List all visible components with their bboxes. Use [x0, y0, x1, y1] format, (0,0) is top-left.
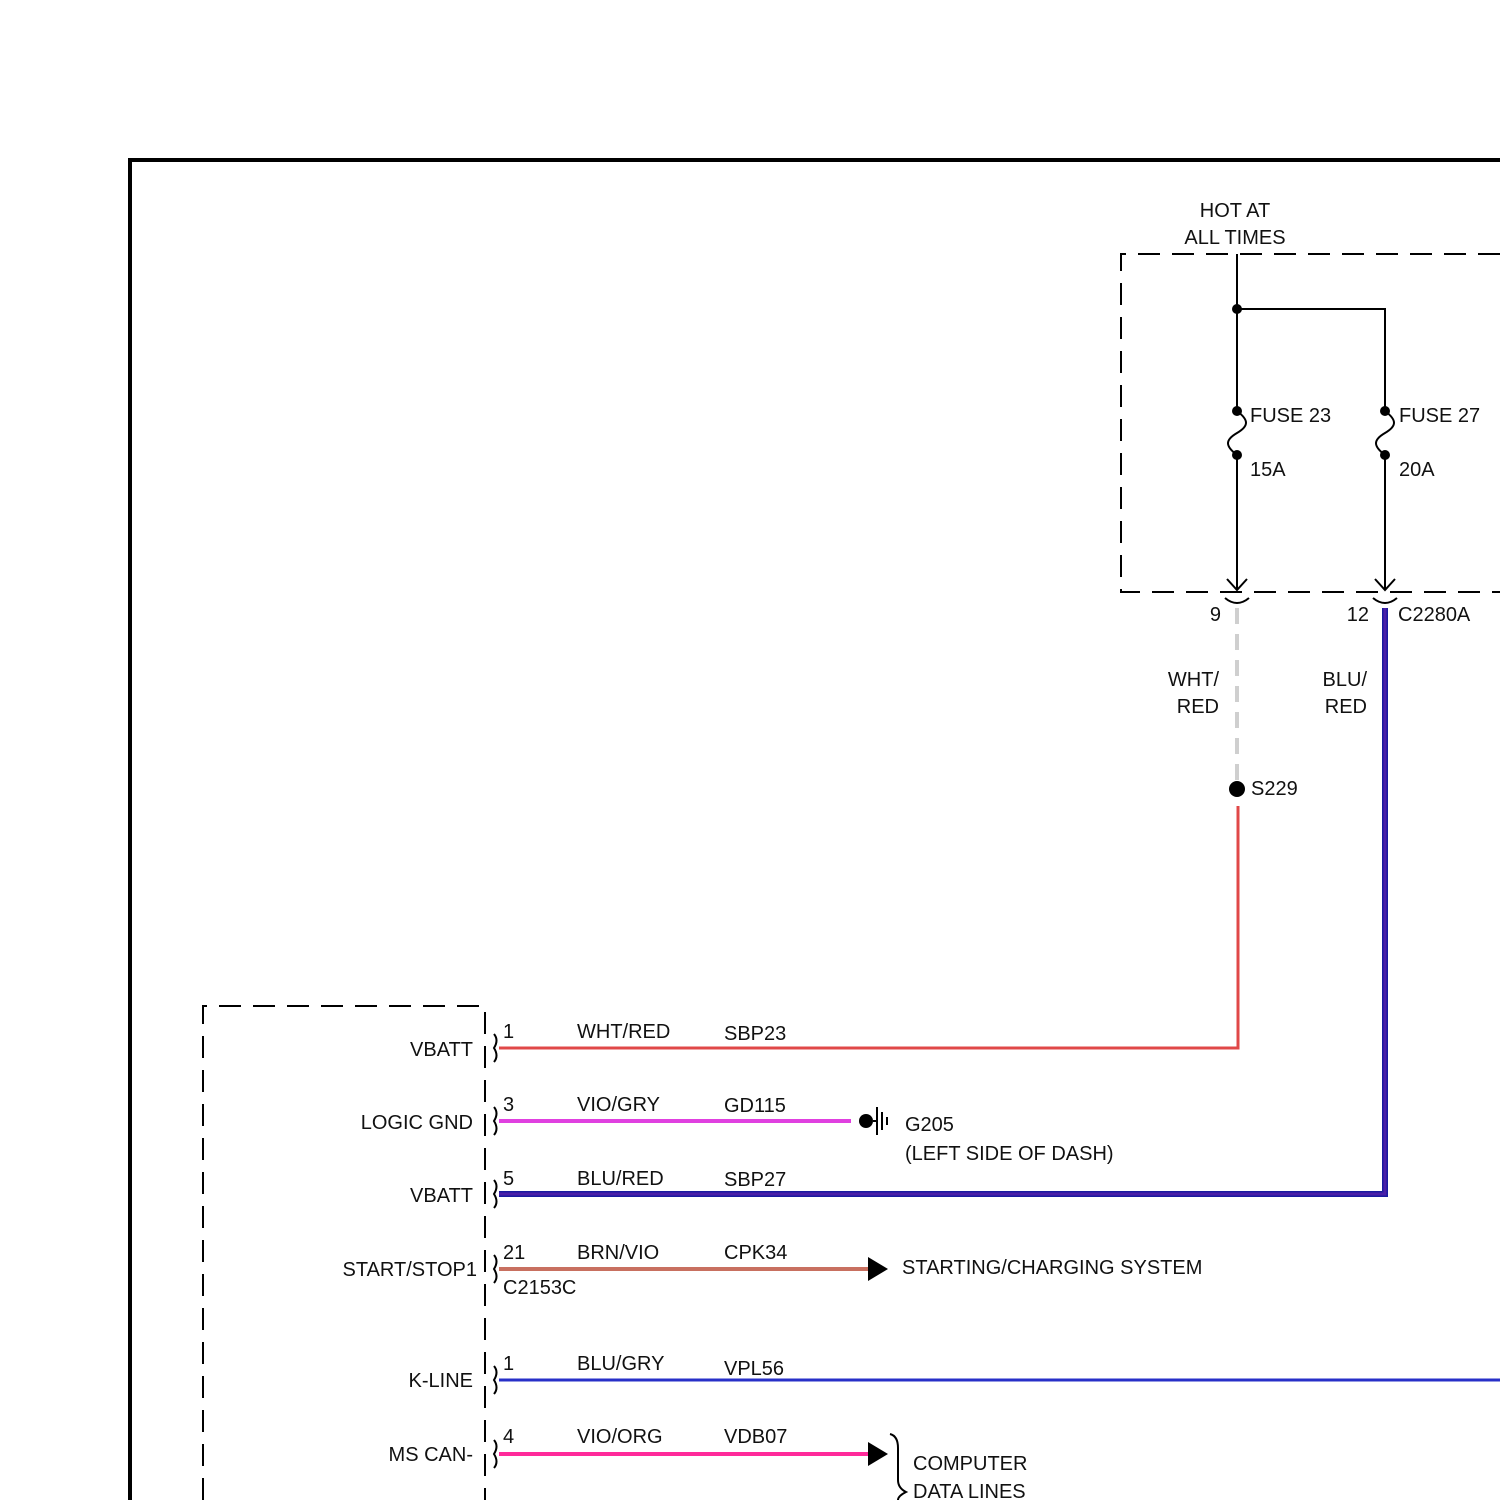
module-pin-label-vbatt-5: VBATT	[410, 1185, 473, 1207]
fuse-27-label: FUSE 27	[1399, 405, 1480, 427]
destination-computer-line1: COMPUTER	[913, 1453, 1027, 1475]
module-pin-label-start-stop1: START/STOP1	[343, 1259, 477, 1281]
power-distribution-box: HOT AT ALL TIMES FUSE 23 15A FUSE 27 20A	[1121, 200, 1500, 592]
ground-g205-location: (LEFT SIDE OF DASH)	[905, 1143, 1114, 1165]
bus-branch-line	[1237, 309, 1385, 411]
hot-at-all-times-line1: HOT AT	[1200, 200, 1270, 222]
wire-color-vio-org: VIO/ORG	[577, 1426, 663, 1448]
circuit-sbp23: SBP23	[724, 1023, 786, 1045]
wire-wht-red-color-line1: WHT/	[1168, 669, 1220, 691]
module-pin-label-k-line: K-LINE	[409, 1370, 473, 1392]
diagram-frame	[130, 160, 1500, 1500]
module-pin-label-ms-can-minus: MS CAN-	[389, 1444, 473, 1466]
fuse-23	[1227, 406, 1247, 590]
pin-number-1: 1	[503, 1021, 514, 1043]
connector-c2280a-pin9-symbol	[1225, 598, 1249, 603]
arrow-computer-data-lines-icon	[868, 1442, 888, 1466]
wire-blu-red-color-line2: RED	[1325, 696, 1367, 718]
splice-s229-label: S229	[1251, 778, 1298, 800]
circuit-vdb07: VDB07	[724, 1426, 787, 1448]
connector-c2280a-pin-12: 12	[1347, 604, 1369, 626]
ground-g205-label: G205	[905, 1114, 954, 1136]
connector-c2280a-label: C2280A	[1398, 604, 1471, 626]
pin-number-3: 3	[503, 1094, 514, 1116]
wire-color-wht-red: WHT/RED	[577, 1021, 670, 1043]
fuse-23-rating: 15A	[1250, 459, 1286, 481]
fuse-27	[1375, 406, 1395, 590]
pin-number-5: 5	[503, 1168, 514, 1190]
pin-number-1-kline: 1	[503, 1353, 514, 1375]
module-pin-label-vbatt-1: VBATT	[410, 1039, 473, 1061]
fuse-23-label: FUSE 23	[1250, 405, 1331, 427]
destination-starting-charging: STARTING/CHARGING SYSTEM	[902, 1257, 1202, 1279]
wire-color-vio-gry: VIO/GRY	[577, 1094, 660, 1116]
pin-number-4: 4	[503, 1426, 514, 1448]
connector-c2280a-pin-9: 9	[1210, 604, 1221, 626]
module-connector-symbols	[494, 1034, 497, 1468]
ground-g205-icon	[859, 1107, 887, 1135]
pin-number-21: 21	[503, 1242, 525, 1264]
destination-computer-line2: DATA LINES	[913, 1481, 1026, 1500]
circuit-sbp27: SBP27	[724, 1169, 786, 1191]
wire-color-blu-red: BLU/RED	[577, 1168, 664, 1190]
arrow-starting-charging-icon	[868, 1257, 888, 1281]
wire-wht-red-sbp23	[499, 806, 1238, 1048]
wire-color-blu-gry: BLU/GRY	[577, 1353, 664, 1375]
splice-s229-dot	[1229, 781, 1245, 797]
module-outline	[203, 1006, 485, 1500]
wire-blu-red-color-line1: BLU/	[1323, 669, 1368, 691]
connector-c2153c-label: C2153C	[503, 1277, 576, 1299]
connector-c2280a-pin12-symbol	[1373, 598, 1397, 603]
circuit-vpl56: VPL56	[724, 1358, 784, 1380]
bus-junction-dot	[1232, 304, 1242, 314]
wire-color-brn-vio: BRN/VIO	[577, 1242, 659, 1264]
connector-c2280a	[1225, 598, 1397, 603]
fuse-27-rating: 20A	[1399, 459, 1435, 481]
hot-at-all-times-line2: ALL TIMES	[1184, 227, 1285, 249]
module-pin-label-logic-gnd: LOGIC GND	[361, 1112, 473, 1134]
circuit-cpk34: CPK34	[724, 1242, 787, 1264]
circuit-gd115: GD115	[724, 1095, 786, 1117]
computer-data-lines-brace	[890, 1434, 906, 1500]
wire-wht-red-color-line2: RED	[1177, 696, 1219, 718]
